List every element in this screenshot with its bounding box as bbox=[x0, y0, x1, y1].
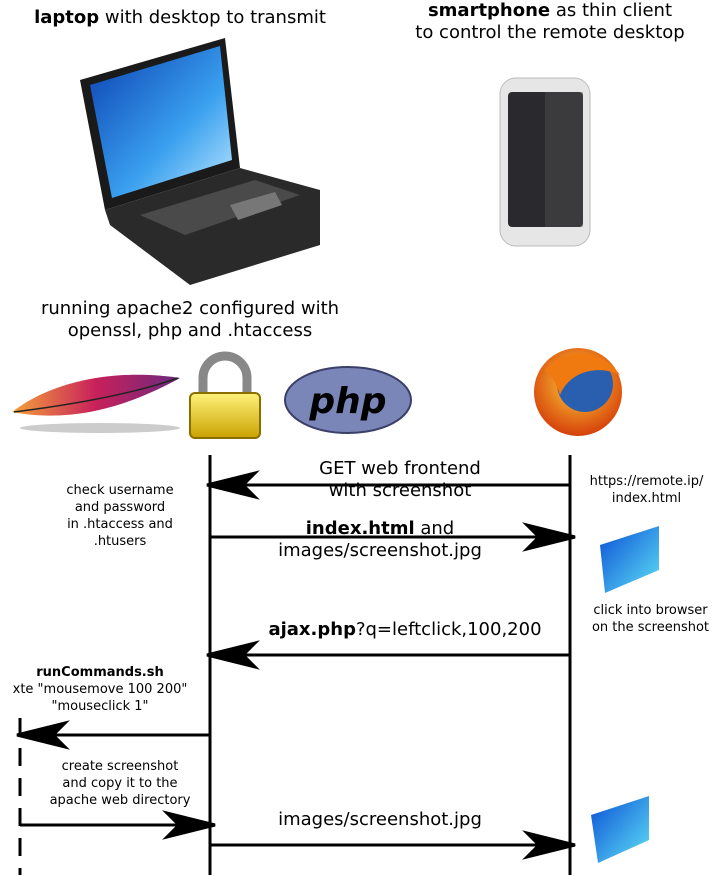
php-logo: php bbox=[284, 366, 412, 434]
ajax-request-label: ajax.php?q=leftclick,100,200 bbox=[268, 619, 542, 640]
screenshot-image-icon bbox=[591, 796, 649, 863]
arrowhead bbox=[162, 810, 216, 840]
firefox-icon bbox=[534, 348, 622, 436]
lock-icon bbox=[189, 351, 261, 439]
smartphone-icon bbox=[499, 77, 591, 247]
laptop-caption: laptop with desktop to transmit bbox=[34, 7, 326, 28]
arrowhead bbox=[522, 830, 576, 860]
screenshot-image-icon bbox=[600, 526, 659, 593]
screenshot-response-label: images/screenshot.jpg bbox=[278, 809, 482, 830]
arrowhead bbox=[16, 720, 70, 750]
arrowhead bbox=[206, 640, 260, 670]
url-note: https://remote.ip/index.html bbox=[589, 474, 704, 506]
arrowhead bbox=[206, 470, 260, 500]
svg-text:php: php bbox=[308, 381, 386, 422]
message-arrows bbox=[16, 470, 576, 860]
laptop-icon bbox=[80, 38, 320, 285]
arrowhead bbox=[522, 522, 576, 552]
apache-feather-icon bbox=[12, 374, 180, 433]
